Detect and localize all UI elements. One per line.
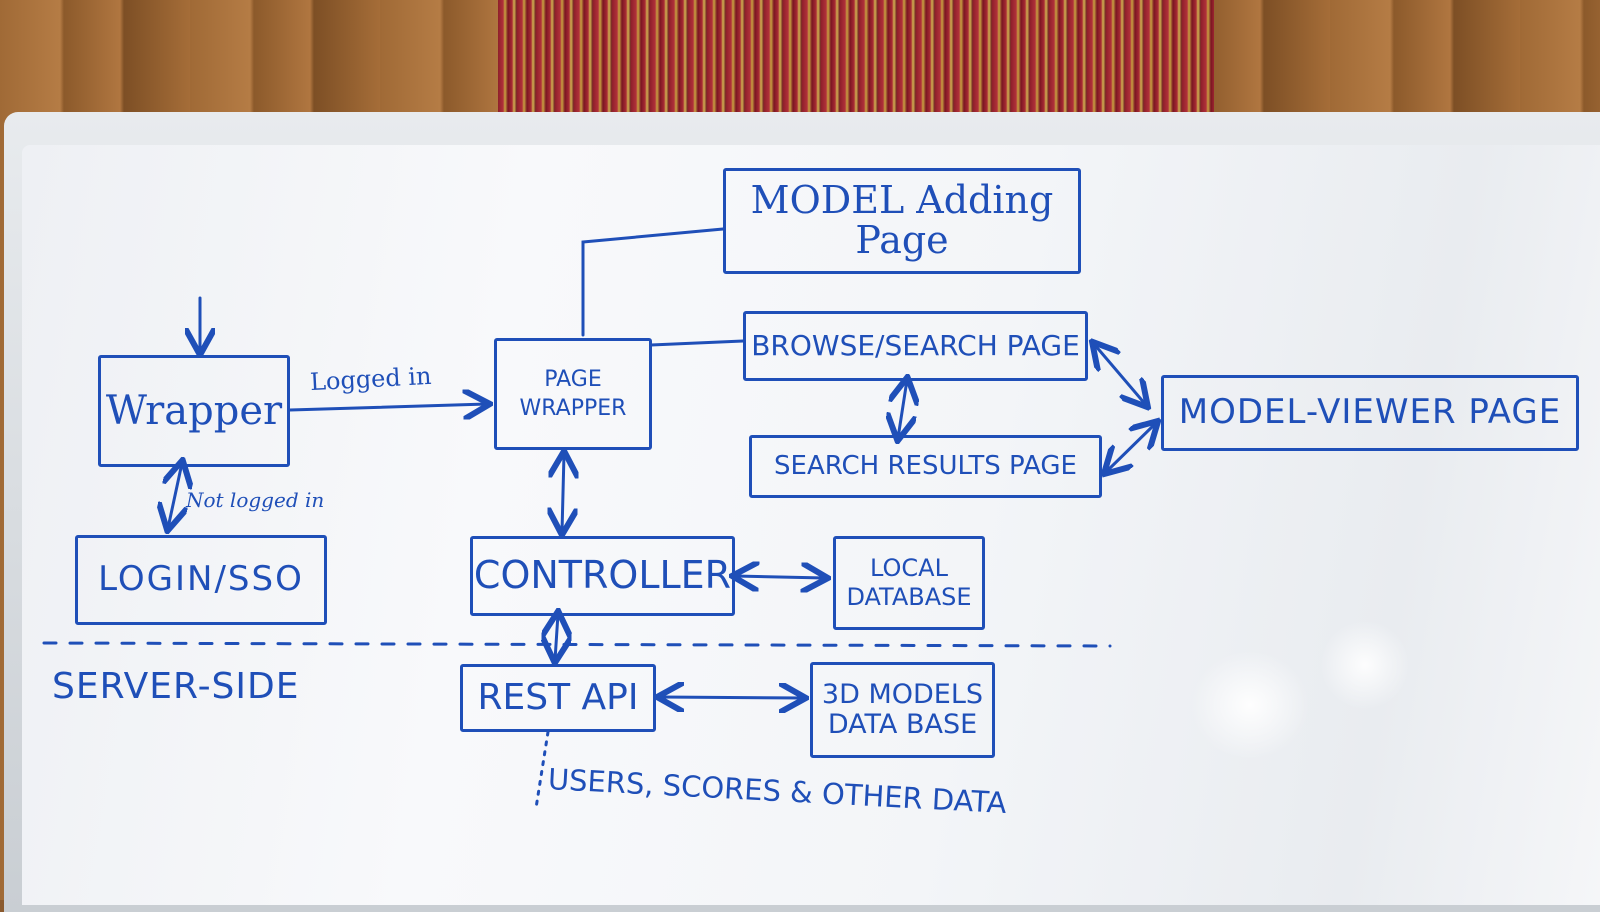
search-results-page-label: SEARCH RESULTS PAGE (774, 450, 1077, 481)
rest-api-label: REST API (477, 677, 639, 719)
search-results-to-model-viewer-arrow (1106, 423, 1156, 472)
3d-models-database-node: 3D MODELS DATA BASE (810, 662, 995, 758)
controller-label: CONTROLLER (473, 553, 732, 598)
local-database-node: LOCAL DATABASE (833, 536, 985, 630)
rest-api-to-models-db-arrow (660, 697, 803, 698)
rest-api-node: REST API (460, 664, 656, 732)
login-node: LOGIN/SSO (75, 535, 327, 625)
browse-search-page-label: BROWSE/SEARCH PAGE (751, 329, 1080, 363)
model-viewer-page-label: MODEL-VIEWER PAGE (1178, 392, 1562, 433)
browse-to-search-results-arrow (898, 380, 907, 438)
login-label: LOGIN/SSO (98, 559, 304, 600)
browse-to-model-viewer-arrow (1094, 344, 1146, 405)
model-viewer-page-node: MODEL-VIEWER PAGE (1161, 375, 1579, 451)
controller-to-rest-api-arrow (555, 614, 558, 660)
local-database-label-line1: LOCAL (870, 553, 948, 582)
model-adding-page-label: MODEL Adding Page (750, 178, 1054, 262)
rest-api-dotted-line (534, 730, 550, 810)
3d-models-database-label-line2: DATA BASE (827, 709, 978, 740)
page-wrapper-label-line1: PAGE (544, 366, 602, 392)
striped-curtain (498, 0, 1214, 112)
3d-models-database-label-line1: 3D MODELS (821, 678, 984, 710)
search-results-page-node: SEARCH RESULTS PAGE (749, 435, 1102, 498)
server-side-boundary (42, 641, 1112, 648)
page-wrapper-to-model-adding-line (581, 227, 725, 337)
not-logged-in-arrow (168, 463, 182, 528)
server-side-label: SERVER-SIDE (52, 666, 300, 707)
light-glare (1320, 620, 1410, 710)
wrapper-node: Wrapper (98, 355, 290, 467)
model-adding-page-node: MODEL Adding Page (723, 168, 1081, 274)
page-wrapper-to-browse-line (649, 339, 745, 347)
wrapper-label: Wrapper (105, 388, 283, 434)
page-wrapper-to-controller-arrow (562, 454, 564, 532)
local-database-label-line2: DATABASE (846, 583, 972, 611)
browse-search-page-node: BROWSE/SEARCH PAGE (743, 311, 1088, 381)
page-wrapper-label-line2: WRAPPER (519, 396, 627, 421)
logged-in-arrow (288, 404, 487, 410)
light-glare (1190, 650, 1310, 760)
page-wrapper-node: PAGE WRAPPER (494, 338, 652, 450)
not-logged-in-edge-label: Not logged in (186, 488, 325, 512)
controller-node: CONTROLLER (470, 536, 735, 616)
controller-to-local-db-arrow (735, 576, 825, 578)
